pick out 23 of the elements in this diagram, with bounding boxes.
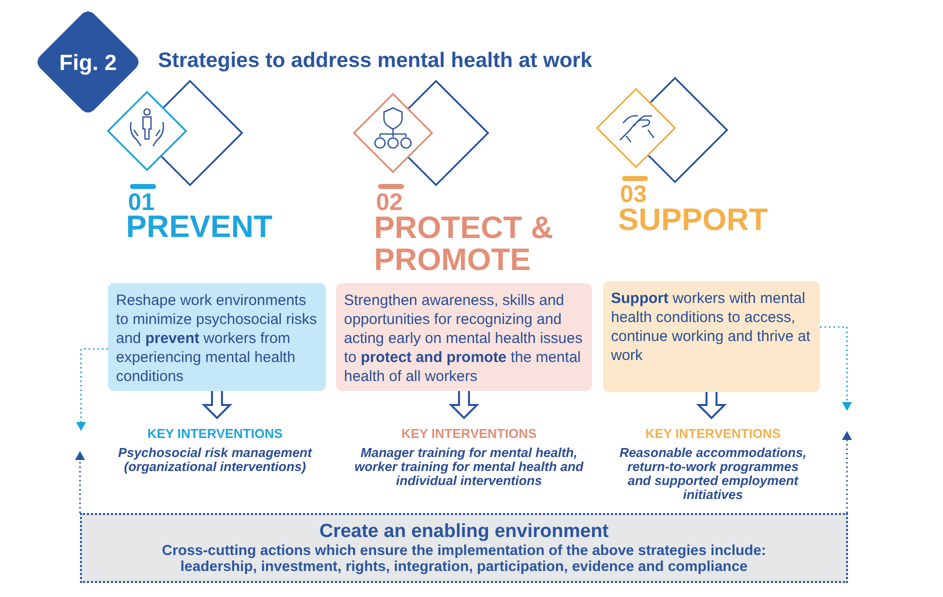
figure-label: Fig. 2 (59, 48, 117, 77)
interventions-heading: KEY INTERVENTIONS (401, 426, 537, 442)
hollow-arrow (448, 390, 480, 420)
interventions-text: Reasonable accommodations, return-to-work programmes and supported employment initiatives (618, 446, 808, 502)
hollow-arrow (202, 390, 232, 420)
enabling-environment-panel (80, 513, 848, 583)
panel-heading: Create an enabling environment (319, 521, 609, 543)
interventions-text: Psychosocial risk management (organizational interventions) (117, 446, 314, 474)
dotted-arrow (820, 326, 852, 411)
strategy-heading: SUPPORT (618, 205, 769, 235)
dotted-arrow (76, 348, 108, 431)
strategy-card: Strengthen awareness, skills and opportunities for recognizing and acting early on mental health issues to protect and promote the mental health of all workers (336, 283, 592, 391)
hollow-arrow (696, 391, 727, 420)
interventions-heading: KEY INTERVENTIONS (645, 426, 781, 442)
strategy-card: Reshape work environments to minimize psychosocial risks and prevent workers from experiencing mental health conditions (108, 283, 326, 391)
strategy-card: Support workers with mental health conditions to access, continue working and thrive at work (603, 281, 820, 392)
step-number: 03 (620, 180, 647, 208)
panel-text: Cross-cutting actions which ensure the implementation of the above strategies include: leadership, investment, rights, integration, participation, evidence and compliance (160, 543, 768, 575)
dotted-arrow (842, 431, 852, 513)
interventions-heading: KEY INTERVENTIONS (147, 426, 283, 442)
dotted-arrow (75, 451, 85, 513)
figure-title: Strategies to address mental health at work (158, 48, 592, 74)
interventions-text: Manager training for mental health, worker training for mental health and individual interventions (354, 446, 585, 488)
